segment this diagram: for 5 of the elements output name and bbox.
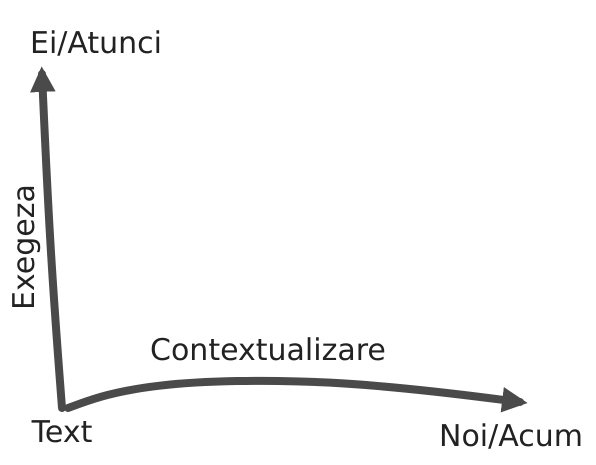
axis-label: Ei/Atunci <box>30 26 162 60</box>
arrow <box>64 376 528 412</box>
axis-label: Noi/Acum <box>439 418 583 454</box>
arrow <box>30 66 66 412</box>
axis-label: Text <box>32 414 92 450</box>
